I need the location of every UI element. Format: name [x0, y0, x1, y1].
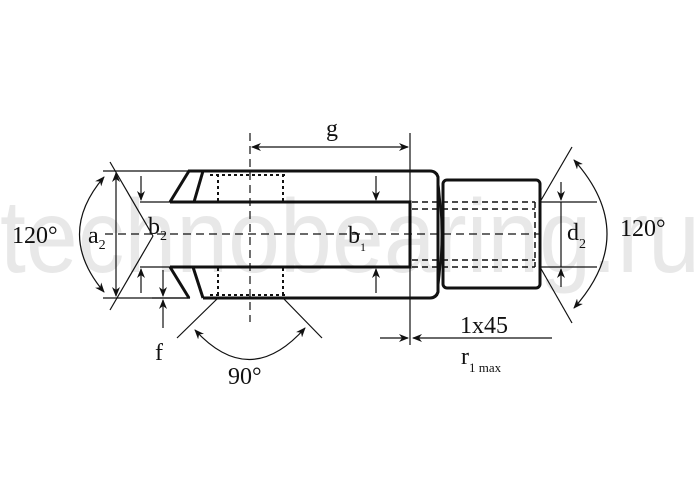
label-chamfer: 1x45 [460, 313, 508, 339]
label-angle-right: 120° [620, 216, 666, 242]
left-angle-arc [78, 176, 105, 293]
label-b2: b2 [148, 214, 167, 244]
dimension-labels: g 120° a2 b2 b1 d2 120° f 90° 1x45 r1 ma… [12, 116, 666, 390]
bottom-chamfer [168, 266, 205, 299]
label-b1: b1 [348, 223, 366, 254]
hidden-hole-lines [210, 174, 285, 296]
label-d2: d2 [567, 220, 586, 252]
hidden-thread-lines [412, 201, 536, 268]
bottom-angle-arc [194, 327, 306, 360]
watermark: technobearing.ru [0, 179, 700, 295]
label-a2: a2 [88, 223, 106, 253]
top-chamfer [168, 169, 205, 203]
dimension-lines [78, 133, 608, 360]
part-outline [105, 133, 542, 322]
right-angle-arc [573, 159, 608, 309]
label-angle-left: 120° [12, 223, 58, 249]
label-g: g [326, 116, 338, 142]
label-angle-bottom: 90° [228, 364, 262, 390]
label-r1max: r1 max [461, 344, 502, 375]
label-f: f [155, 340, 163, 366]
